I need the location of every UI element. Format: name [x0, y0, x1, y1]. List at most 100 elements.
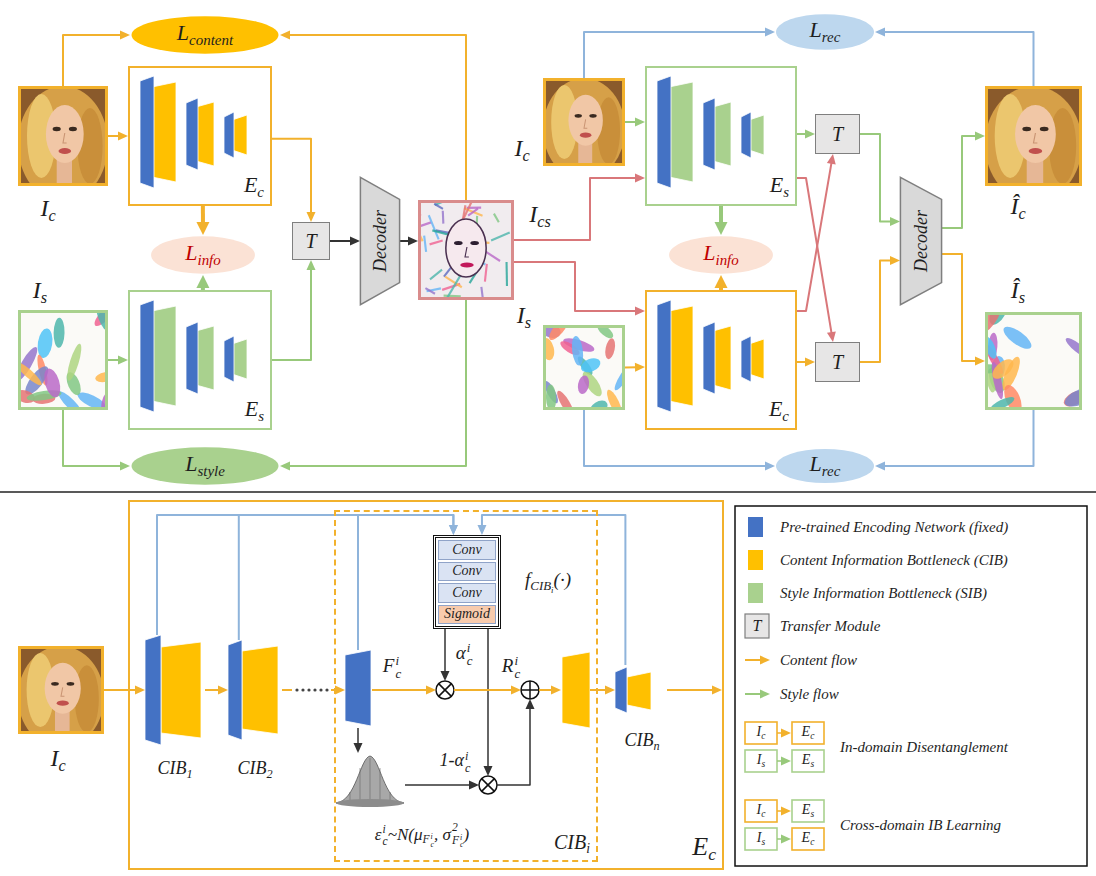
- divider-line: [0, 491, 1096, 493]
- noise-arrow: [497, 699, 535, 785]
- paint-stroke: [430, 240, 443, 244]
- eye: [470, 241, 479, 245]
- math-text: i: [465, 749, 468, 763]
- subscript: c: [58, 756, 65, 775]
- loss-ellipse: Linfo: [150, 235, 256, 275]
- symbol: Decoder: [370, 210, 390, 272]
- ellipsis-dot: [301, 688, 304, 691]
- math-text: c: [761, 731, 765, 741]
- index-stack: ic: [514, 655, 520, 681]
- subscript: style: [197, 463, 224, 479]
- index-stack: ic: [431, 833, 435, 849]
- legend-entry: Content flow: [780, 653, 857, 668]
- arrowhead: [335, 686, 345, 695]
- symbol: E: [244, 172, 257, 197]
- math-text: , σ: [434, 825, 451, 844]
- feather: [36, 327, 55, 359]
- subscript: n: [653, 739, 659, 753]
- portrait-image: [543, 78, 625, 180]
- index-stack: ic: [465, 750, 470, 774]
- connector: [400, 237, 418, 246]
- connector: [330, 237, 360, 246]
- arrowhead: [765, 462, 775, 471]
- encoder-box: Es: [645, 66, 797, 206]
- node-label: CIB2: [237, 759, 272, 780]
- arrowhead: [118, 356, 128, 365]
- connector: [63, 410, 130, 471]
- operator-stroke: [529, 681, 531, 699]
- eye: [53, 127, 61, 131]
- math-text: c: [383, 835, 388, 848]
- legend-text: Transfer Module: [780, 618, 880, 634]
- face-outline: [446, 219, 486, 277]
- loss-ellipse: Lstyle: [130, 446, 280, 486]
- layer-name: Conv: [452, 564, 482, 578]
- nose: [465, 247, 469, 257]
- connector-line: [282, 689, 292, 691]
- math-text: c: [465, 761, 470, 775]
- conv-stack: ConvConvConvSigmoid: [433, 535, 501, 629]
- math-text: F: [383, 655, 395, 676]
- node-label: Ec: [692, 834, 716, 864]
- feature-link: [358, 515, 359, 650]
- subscript-group: s: [761, 759, 765, 769]
- math-text: T: [753, 617, 762, 634]
- legend-text: Pre-trained Encoding Network (fixed): [780, 519, 1008, 535]
- subscript: content: [189, 32, 233, 48]
- arrowhead: [307, 260, 316, 270]
- arrowhead: [765, 28, 775, 37]
- connector-line: [444, 629, 446, 673]
- feature-map: [669, 82, 693, 182]
- arrowhead: [135, 686, 145, 695]
- icon-box: [792, 722, 824, 744]
- symbol: I: [33, 277, 41, 303]
- connector-line: [487, 629, 489, 768]
- feature-map: [140, 300, 154, 412]
- eye: [1022, 127, 1031, 131]
- lips: [57, 701, 69, 706]
- icon-arrow: [777, 835, 791, 844]
- content-flow: [282, 690, 292, 691]
- subscript-group: c: [761, 731, 765, 741]
- subscript: 2: [266, 767, 272, 781]
- connector-line: [942, 254, 977, 361]
- feature-map: [657, 76, 671, 188]
- subscript: cs: [537, 212, 551, 231]
- feature-map: [224, 112, 234, 158]
- subscript-group: c: [514, 668, 520, 681]
- arrowhead: [805, 130, 815, 139]
- feature-map: [615, 667, 627, 713]
- connector: [942, 254, 985, 366]
- feature-map: [140, 76, 154, 188]
- symbol: T: [832, 351, 843, 373]
- arrowhead: [280, 462, 290, 471]
- image-ground: [418, 200, 514, 300]
- math-text: i: [431, 832, 433, 841]
- node-label: Lstyle: [185, 453, 225, 479]
- arrowhead: [196, 275, 209, 288]
- math-text: α: [456, 642, 466, 663]
- symbol: CIB: [554, 831, 586, 853]
- connector: [514, 262, 645, 316]
- feather: [546, 315, 571, 343]
- ellipsis-dot: [325, 688, 328, 691]
- feature-map: [152, 82, 176, 182]
- connector: [625, 118, 645, 127]
- superscript-group: 2: [452, 822, 464, 834]
- formula-label: Is: [757, 753, 765, 770]
- arrowhead: [118, 132, 128, 141]
- arrowhead: [781, 729, 791, 738]
- hair: [543, 78, 625, 180]
- formula-label: Ec: [802, 725, 815, 742]
- formula-label: Ec: [802, 831, 815, 848]
- input-image: Is: [543, 325, 625, 410]
- feather: [972, 300, 1006, 338]
- subscript: rec: [822, 29, 841, 45]
- math-text: i: [395, 653, 399, 668]
- ellipse-fill: [151, 236, 255, 274]
- superscript-group: i: [383, 824, 388, 836]
- connector-line: [288, 300, 466, 466]
- feature-map: [161, 642, 201, 738]
- gate-arrow: [484, 629, 493, 776]
- feature-map: [657, 300, 671, 412]
